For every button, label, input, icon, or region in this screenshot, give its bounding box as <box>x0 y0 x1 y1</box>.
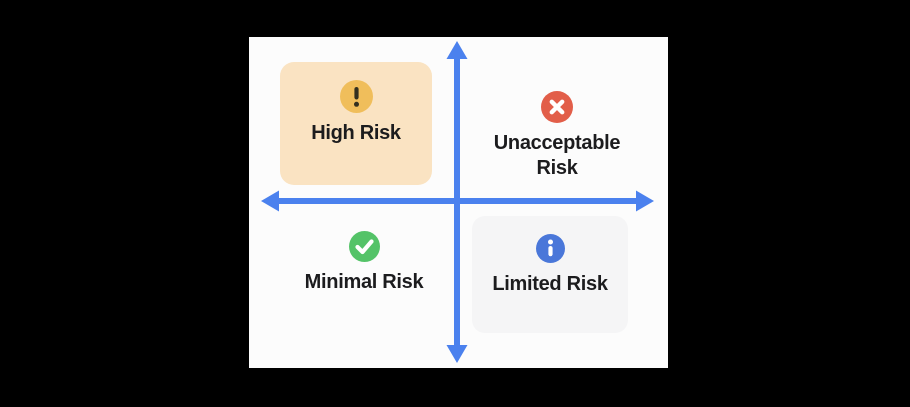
arrow-left-icon <box>261 190 279 212</box>
quadrant-high-risk: High Risk <box>280 62 432 185</box>
arrow-down-icon <box>446 345 468 363</box>
axes <box>261 41 654 363</box>
quadrant-label: Unacceptable Risk <box>493 132 621 179</box>
horizontal-axis <box>261 190 654 212</box>
warning-icon <box>339 80 373 113</box>
quadrant-label: Limited Risk <box>492 273 608 295</box>
quadrant-label: High Risk <box>311 122 401 144</box>
info-icon <box>535 234 565 263</box>
risk-matrix-panel: High Risk Unacceptable Risk Minimal Risk <box>249 37 668 368</box>
check-icon <box>348 231 380 262</box>
quadrant-label: Minimal Risk <box>304 271 424 293</box>
quadrant-limited-risk: Limited Risk <box>472 216 628 333</box>
quadrant-unacceptable-risk: Unacceptable Risk <box>467 91 647 181</box>
quadrant-minimal-risk: Minimal Risk <box>274 231 454 294</box>
arrow-right-icon <box>636 190 654 212</box>
arrow-up-icon <box>446 41 468 59</box>
cross-icon <box>541 91 573 123</box>
